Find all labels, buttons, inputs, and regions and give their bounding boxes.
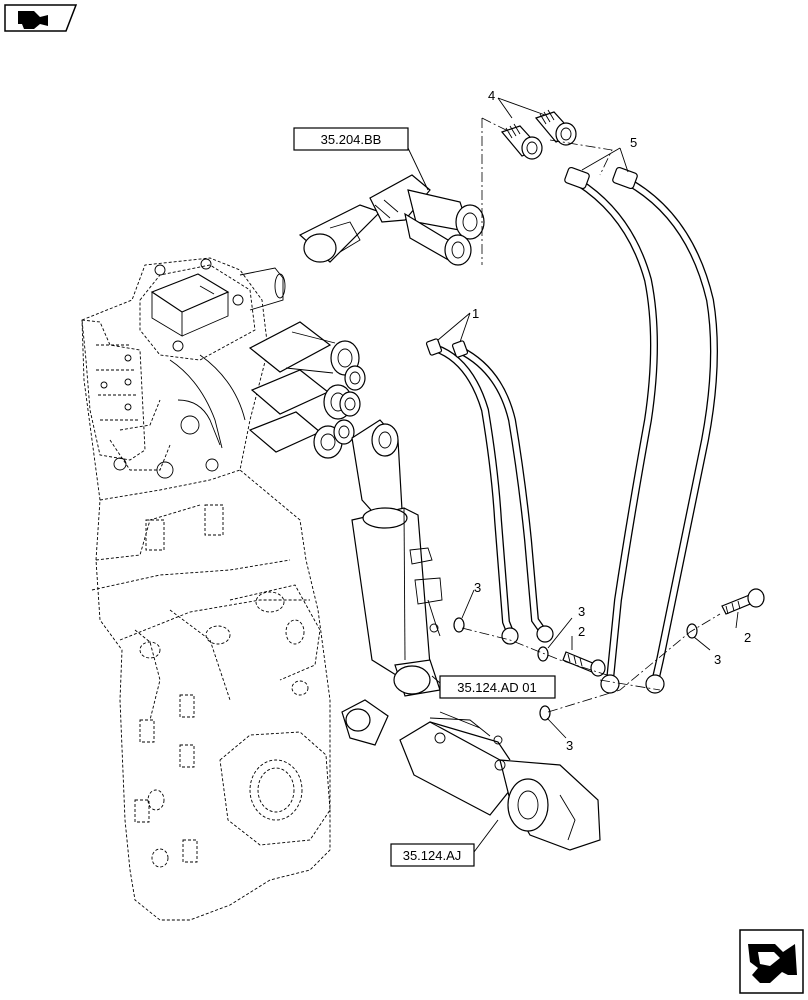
- lift-cylinder: [351, 419, 443, 697]
- banjo-bolts-item-2: [562, 588, 765, 677]
- callout-4: 4: [488, 88, 495, 103]
- assembly-centerlines: [461, 117, 721, 713]
- hoses-item-1: [425, 338, 554, 645]
- ref-box-35-204-bb[interactable]: 35.204.BB: [293, 127, 409, 151]
- transmission-housing: [81, 257, 331, 921]
- hoses-item-5: [564, 166, 718, 694]
- callout-1: 1: [472, 306, 479, 321]
- washers-item-3: [453, 617, 698, 721]
- lower-cylinder: [341, 699, 601, 851]
- callout-3a: 3: [474, 580, 481, 595]
- arrow-left-nav-icon[interactable]: [4, 4, 78, 32]
- callout-numbers: 4 5 1 3 3 2 3 2 3: [472, 88, 751, 753]
- arrow-right-nav-icon[interactable]: [739, 929, 804, 994]
- ref-box-35-124-ad-01[interactable]: 35.124.AD 01: [439, 675, 556, 699]
- ref-label: 35.124.AD 01: [457, 680, 537, 695]
- callout-3c: 3: [714, 652, 721, 667]
- ref-box-35-124-aj[interactable]: 35.124.AJ: [390, 843, 475, 867]
- ref-label: 35.124.AJ: [403, 848, 462, 863]
- valve-couplers: [113, 321, 366, 479]
- leader-lines: [407, 97, 739, 853]
- callout-2a: 2: [578, 624, 585, 639]
- control-valve-block: [81, 258, 366, 479]
- callout-5: 5: [630, 135, 637, 150]
- couplers-item-4: [500, 109, 577, 160]
- callout-3b: 3: [578, 604, 585, 619]
- ref-label: 35.204.BB: [321, 132, 382, 147]
- callout-2b: 2: [744, 630, 751, 645]
- callout-3d: 3: [566, 738, 573, 753]
- top-quick-coupler-assembly: [298, 174, 485, 266]
